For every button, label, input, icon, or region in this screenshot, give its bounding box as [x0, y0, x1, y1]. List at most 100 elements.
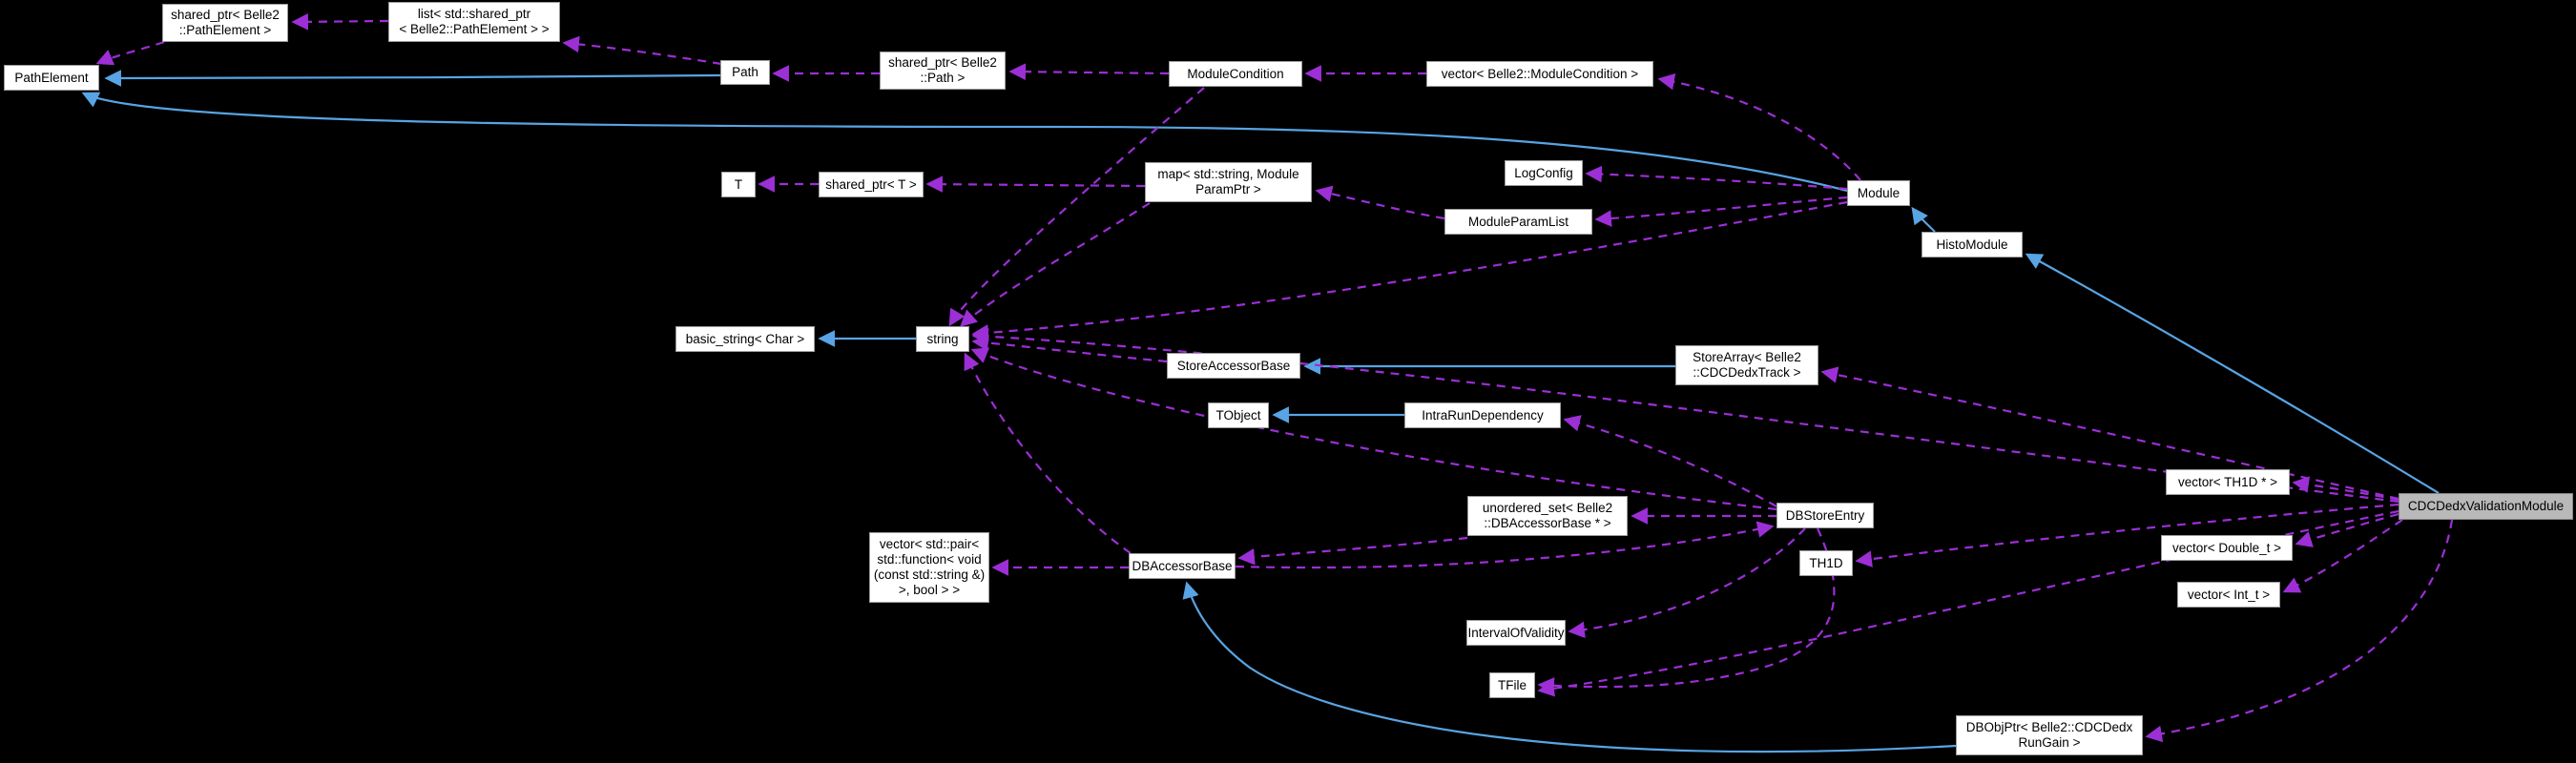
node-label-line: StoreArray< Belle2: [1693, 350, 1801, 364]
node-shared_ptr_pathelement[interactable]: shared_ptr< Belle2::PathElement >: [162, 4, 288, 42]
node-label-line: ::Path >: [920, 71, 966, 85]
node-label-line: vector< Belle2::ModuleCondition >: [1441, 66, 1639, 81]
edge-storeaccessorbase-to-string: [971, 334, 1168, 363]
node-dbstoreentry[interactable]: DBStoreEntry: [1776, 503, 1874, 528]
node-vector_double[interactable]: vector< Double_t >: [2161, 535, 2293, 561]
node-shared_ptr_t[interactable]: shared_ptr< T >: [819, 172, 924, 197]
node-list_shared_ptr_pathelement[interactable]: list< std::shared_ptr< Belle2::PathEleme…: [388, 2, 560, 42]
node-t[interactable]: T: [721, 172, 756, 197]
edge-dbstoreentry-to-string: [970, 347, 1777, 511]
node-label-line: Path: [732, 65, 758, 79]
node-module[interactable]: Module: [1847, 180, 1910, 206]
node-label-line: shared_ptr< Belle2: [888, 55, 997, 70]
edge-cdcdedxvalidationmodule-to-vector_int: [2282, 519, 2403, 593]
node-storearray_cdcdedxtrack[interactable]: StoreArray< Belle2::CDCDedxTrack >: [1675, 345, 1818, 385]
edge-moduleparamlist-to-map_moduleparamptr: [1315, 185, 1445, 220]
edge-path-to-pathelement: [104, 70, 721, 87]
edge-modulecondition-to-string: [948, 87, 1205, 327]
edge-dbaccessorbase-to-dbstoreentry: [1235, 521, 1775, 569]
node-label-line: std::function< void: [877, 552, 982, 567]
edge-module-to-pathelement: [81, 92, 1848, 193]
edge-module-to-moduleparamlist: [1594, 196, 1848, 227]
edge-dbstoreentry-to-tfile: [1537, 527, 1836, 694]
node-moduleparamlist[interactable]: ModuleParamList: [1444, 209, 1592, 235]
node-label-line: StoreAccessorBase: [1176, 358, 1291, 373]
node-label-line: (const std::string &): [873, 567, 986, 582]
node-label-line: DBObjPtr< Belle2::CDCDedx: [1965, 720, 2133, 734]
node-intervalofvalidity[interactable]: IntervalOfValidity: [1466, 620, 1566, 646]
node-storeaccessorbase[interactable]: StoreAccessorBase: [1167, 353, 1300, 379]
node-intrarundependency[interactable]: IntraRunDependency: [1404, 402, 1561, 428]
edge-cdcdedxvalidationmodule-to-dbobjptr_rungain: [2145, 519, 2454, 743]
node-path[interactable]: Path: [720, 60, 770, 85]
edge-unordered_set_dbaccessorbase-to-dbaccessorbase: [1237, 536, 1468, 566]
node-label-line: TFile: [1498, 677, 1527, 692]
node-label-line: ModuleCondition: [1187, 66, 1284, 81]
node-label-line: IntervalOfValidity: [1467, 625, 1565, 640]
edge-cdcdedxvalidationmodule-to-vector_th1d: [2292, 476, 2399, 502]
node-basic_string_char[interactable]: basic_string< Char >: [675, 326, 815, 352]
node-modulecondition[interactable]: ModuleCondition: [1169, 61, 1302, 87]
edge-dbstoreentry-to-intervalofvalidity: [1568, 527, 1806, 639]
node-vector_modulecondition[interactable]: vector< Belle2::ModuleCondition >: [1426, 61, 1653, 87]
node-label-line: ::PathElement >: [178, 23, 272, 37]
node-label-line: ::DBAccessorBase * >: [1484, 516, 1611, 530]
node-vector_pair_function[interactable]: vector< std::pair<std::function< void(co…: [869, 532, 989, 603]
edge-map_moduleparamptr-to-shared_ptr_t: [925, 175, 1146, 193]
edge-cdcdedxvalidationmodule-to-string: [971, 328, 2399, 504]
node-label-line: ModuleParamList: [1467, 214, 1569, 229]
node-label-line: < Belle2::PathElement > >: [399, 22, 550, 36]
node-logconfig[interactable]: LogConfig: [1505, 160, 1583, 186]
node-unordered_set_dbaccessorbase[interactable]: unordered_set< Belle2::DBAccessorBase * …: [1467, 496, 1628, 536]
node-label-line: RunGain >: [2018, 735, 2081, 750]
node-label-line: string: [926, 331, 959, 346]
node-label-line: TObject: [1215, 407, 1261, 423]
node-label-line: IntraRunDependency: [1422, 407, 1544, 423]
edge-cdcdedxvalidationmodule-to-storearray_cdcdedxtrack: [1820, 366, 2399, 501]
node-label-line: shared_ptr< Belle2: [171, 8, 280, 22]
node-label-line: ParamPtr >: [1195, 182, 1261, 196]
node-label-line: vector< Int_t >: [2187, 587, 2271, 602]
node-label-line: map< std::string, Module: [1157, 167, 1299, 181]
node-label-line: CDCDedxValidationModule: [2407, 499, 2565, 513]
edge-module-to-vector_modulecondition: [1657, 72, 1861, 181]
node-label-line: LogConfig: [1514, 165, 1573, 180]
edge-dbobjptr_rungain-to-dbaccessorbase: [1182, 581, 1957, 753]
node-label-line: DBAccessorBase: [1132, 558, 1233, 573]
edge-path-to-list_shared_ptr_pathelement: [562, 35, 722, 66]
edge-module-to-string: [971, 200, 1848, 341]
node-vector_th1d[interactable]: vector< TH1D * >: [2166, 469, 2290, 495]
node-dbaccessorbase[interactable]: DBAccessorBase: [1129, 553, 1236, 579]
node-label-line: basic_string< Char >: [685, 331, 805, 346]
edge-module-to-logconfig: [1585, 165, 1848, 191]
node-histomodule[interactable]: HistoModule: [1922, 232, 2023, 258]
edge-histomodule-to-module: [1911, 206, 1936, 233]
node-tfile[interactable]: TFile: [1489, 672, 1535, 698]
node-th1d[interactable]: TH1D: [1799, 550, 1853, 576]
node-label-line: T: [734, 176, 743, 192]
node-label-line: unordered_set< Belle2: [1482, 501, 1613, 515]
node-label-line: vector< Double_t >: [2171, 540, 2282, 555]
node-vector_int[interactable]: vector< Int_t >: [2177, 582, 2280, 608]
node-label-line: shared_ptr< T >: [825, 176, 917, 192]
edge-cdcdedxvalidationmodule-to-histomodule: [2025, 253, 2440, 494]
node-string[interactable]: string: [916, 326, 969, 352]
node-label-line: vector< TH1D * >: [2177, 474, 2278, 489]
edge-modulecondition-to-shared_ptr_path: [1008, 63, 1170, 80]
edge-dbstoreentry-to-intrarundependency: [1563, 415, 1777, 507]
node-label-line: DBStoreEntry: [1785, 507, 1865, 523]
node-pathelement[interactable]: PathElement: [4, 65, 99, 91]
node-shared_ptr_path[interactable]: shared_ptr< Belle2::Path >: [880, 52, 1006, 90]
edge-dbaccessorbase-to-string: [964, 352, 1132, 554]
node-label-line: list< std::shared_ptr: [417, 7, 531, 21]
node-tobject[interactable]: TObject: [1208, 402, 1269, 428]
edge-cdcdedxvalidationmodule-to-vector_double: [2295, 512, 2399, 547]
edge-list_shared_ptr_pathelement-to-shared_ptr_pathelement: [291, 13, 389, 31]
node-label-line: Module: [1857, 185, 1901, 200]
node-label-line: HistoModule: [1936, 237, 2008, 252]
edge-shared_ptr_pathelement-to-pathelement: [95, 40, 165, 66]
